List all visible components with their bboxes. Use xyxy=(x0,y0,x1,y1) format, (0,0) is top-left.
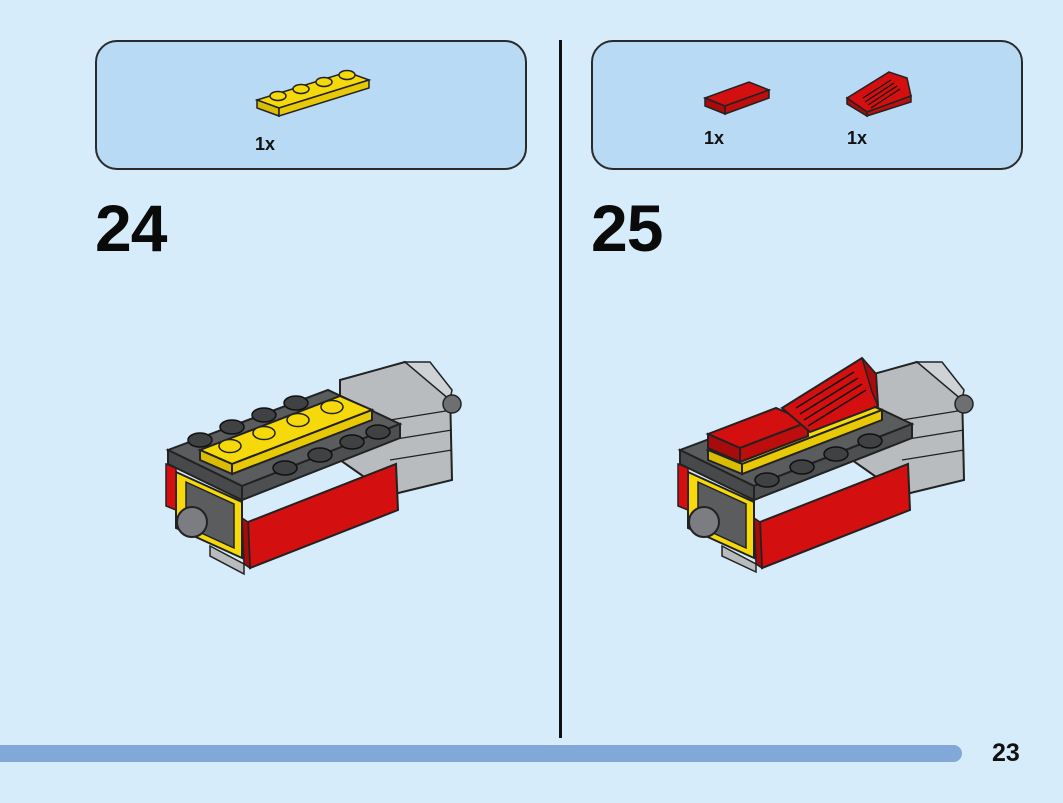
parts-callout-step-24: 1x xyxy=(95,40,527,170)
step-number-24: 24 xyxy=(95,191,167,265)
model-step-25-illustration xyxy=(677,356,974,574)
step-divider xyxy=(559,40,562,738)
part-quantity: 1x xyxy=(255,134,276,154)
red-slope-grille-icon xyxy=(845,71,912,118)
red-tile-1x2-icon xyxy=(702,81,772,116)
progress-bar xyxy=(0,745,962,762)
yellow-plate-1x4-icon xyxy=(254,69,372,118)
step-number-25: 25 xyxy=(591,191,663,265)
page-number: 23 xyxy=(992,739,1020,767)
part-quantity: 1x xyxy=(704,128,725,148)
part-quantity: 1x xyxy=(847,128,868,148)
parts-callout-step-25: 1x 1x xyxy=(591,40,1023,170)
model-step-24-illustration xyxy=(165,360,462,576)
